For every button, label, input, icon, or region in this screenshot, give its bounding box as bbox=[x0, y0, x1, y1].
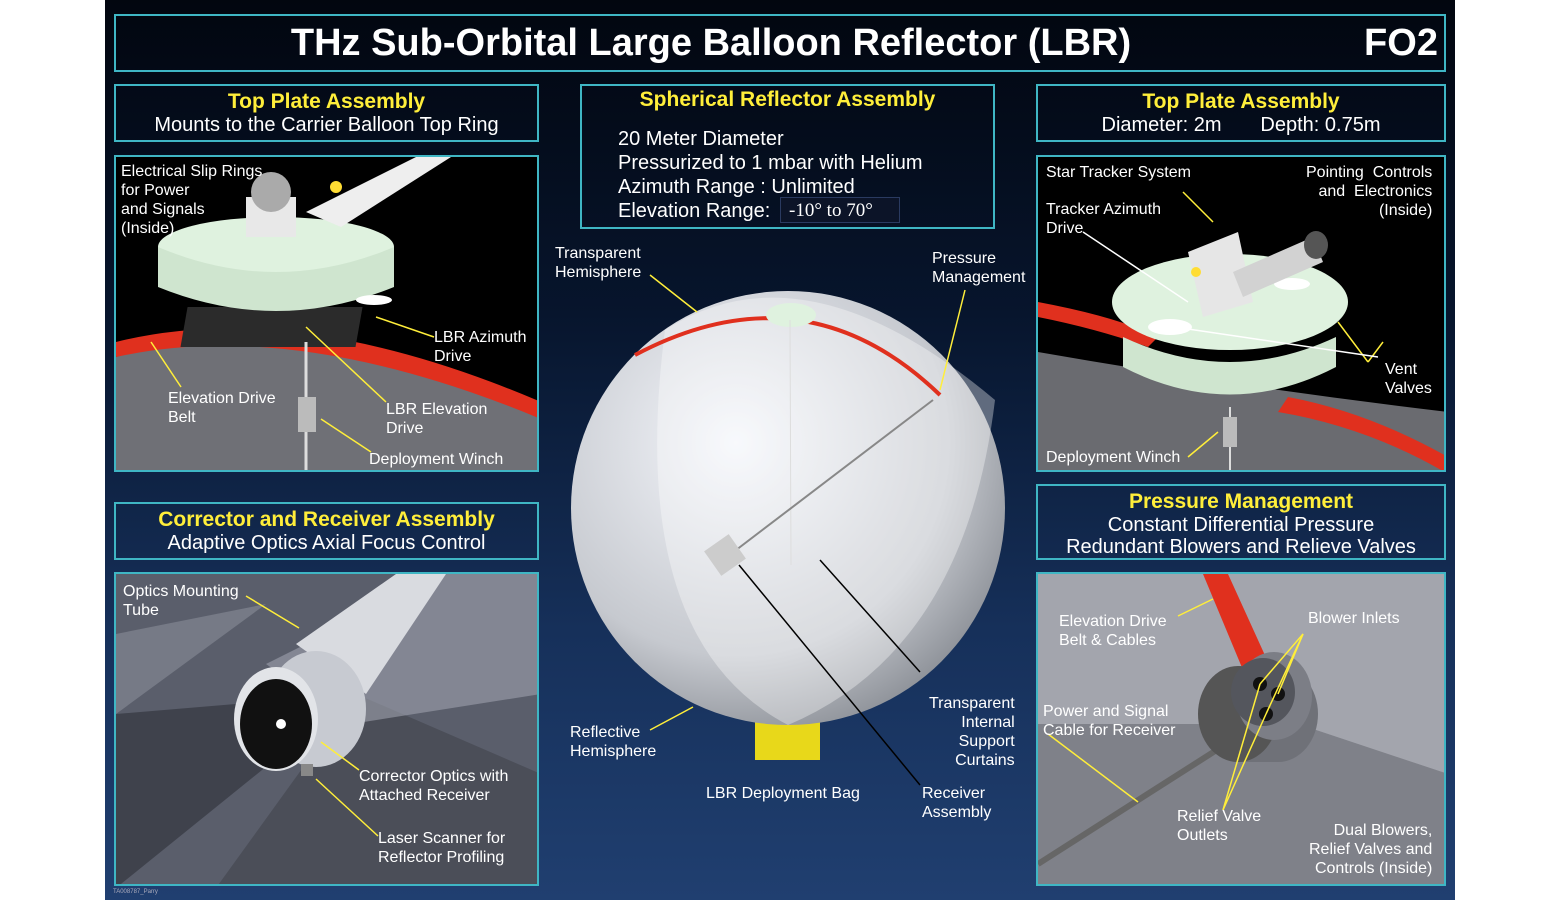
label-pressure-management: Pressure Management bbox=[932, 250, 1026, 286]
blower-illustration bbox=[1038, 574, 1444, 884]
label-dual-blowers: Dual Blowers, Relief Valves and Controls… bbox=[1309, 822, 1433, 877]
label-relief-valves: Relief Valve Outlets bbox=[1177, 808, 1262, 844]
top-plate-panel-right: Star Tracker System Pointing Controls an… bbox=[1036, 155, 1446, 472]
bottom-right-header: Pressure Management Constant Differentia… bbox=[1036, 484, 1446, 560]
figure-code: FO2 bbox=[1364, 22, 1438, 64]
center-heading: Spherical Reflector Assembly bbox=[639, 88, 936, 111]
bottom-left-heading: Corrector and Receiver Assembly bbox=[158, 508, 495, 531]
center-header: Spherical Reflector Assembly 20 Meter Di… bbox=[580, 84, 995, 229]
label-corrector-optics: Corrector Optics with Attached Receiver bbox=[359, 768, 509, 804]
label-transparent-hemisphere: Transparent Hemisphere bbox=[555, 245, 642, 281]
page-title: THz Sub-Orbital Large Balloon Reflector … bbox=[290, 22, 1132, 64]
label-star-tracker: Star Tracker System bbox=[1046, 164, 1191, 181]
label-elevation-belt: Elevation Drive Belt bbox=[168, 390, 276, 426]
label-vent-valves: Vent Valves bbox=[1385, 361, 1432, 397]
center-spec-2: Pressurized to 1 mbar with Helium bbox=[618, 152, 923, 174]
bottom-left-sub: Adaptive Optics Axial Focus Control bbox=[167, 532, 486, 554]
label-reflective-hemisphere: Reflective Hemisphere bbox=[570, 724, 657, 760]
top-right-heading: Top Plate Assembly bbox=[1142, 90, 1340, 113]
center-spec-4: Elevation Range: bbox=[618, 200, 771, 222]
label-tracker-azimuth: Tracker Azimuth Drive bbox=[1046, 201, 1161, 237]
footer-code: TA008787_Parry bbox=[113, 889, 158, 895]
label-laser-scanner: Laser Scanner for Reflector Profiling bbox=[378, 830, 506, 866]
label-optics-tube: Optics Mounting Tube bbox=[123, 583, 239, 619]
label-elevation-drive: LBR Elevation Drive bbox=[386, 401, 488, 437]
label-power-signal-cable: Power and Signal Cable for Receiver bbox=[1043, 703, 1176, 739]
slide: THz Sub-Orbital Large Balloon Reflector … bbox=[105, 0, 1455, 900]
label-azimuth-drive: LBR Azimuth Drive bbox=[434, 329, 527, 365]
top-right-sub: Diameter: 2m Depth: 0.75m bbox=[1101, 114, 1381, 136]
label-blower-inlets: Blower Inlets bbox=[1308, 610, 1400, 627]
top-left-header: Top Plate Assembly Mounts to the Carrier… bbox=[114, 84, 539, 142]
label-pointing-controls: Pointing Controls and Electronics (Insid… bbox=[1306, 164, 1433, 219]
bottom-left-header: Corrector and Receiver Assembly Adaptive… bbox=[114, 502, 539, 560]
corrector-panel: Optics Mounting Tube Corrector Optics wi… bbox=[114, 572, 539, 886]
label-deployment-winch-right: Deployment Winch bbox=[1046, 449, 1181, 466]
bottom-right-heading: Pressure Management bbox=[1128, 490, 1354, 513]
label-belt-cables: Elevation Drive Belt & Cables bbox=[1059, 613, 1167, 649]
label-support-curtains: Transparent Internal Support Curtains bbox=[929, 695, 1015, 769]
label-slip-rings: Electrical Slip Rings for Power and Sign… bbox=[121, 163, 263, 237]
top-left-sub: Mounts to the Carrier Balloon Top Ring bbox=[154, 114, 499, 136]
top-plate-panel-left: Electrical Slip Rings for Power and Sign… bbox=[114, 155, 539, 472]
label-deployment-winch: Deployment Winch bbox=[369, 451, 504, 468]
title-bar: THz Sub-Orbital Large Balloon Reflector … bbox=[114, 14, 1446, 72]
tracker-illustration bbox=[1038, 191, 1444, 470]
corrector-illustration bbox=[116, 574, 537, 884]
label-deployment-bag: LBR Deployment Bag bbox=[706, 785, 860, 802]
label-receiver-assembly: Receiver Assembly bbox=[922, 785, 992, 821]
pressure-panel: Elevation Drive Belt & Cables Blower Inl… bbox=[1036, 572, 1446, 886]
top-plate-illustration bbox=[116, 157, 537, 470]
top-left-heading: Top Plate Assembly bbox=[227, 90, 426, 113]
center-spec-1: 20 Meter Diameter bbox=[618, 128, 784, 150]
center-spec-3: Azimuth Range : Unlimited bbox=[618, 176, 855, 198]
top-right-header: Top Plate Assembly Diameter: 2m Depth: 0… bbox=[1036, 84, 1446, 142]
elevation-range-value: -10° to 70° bbox=[780, 197, 900, 223]
bottom-right-sub-1: Constant Differential Pressure bbox=[1107, 514, 1375, 536]
bottom-right-sub-2: Redundant Blowers and Relieve Valves bbox=[1066, 536, 1416, 558]
